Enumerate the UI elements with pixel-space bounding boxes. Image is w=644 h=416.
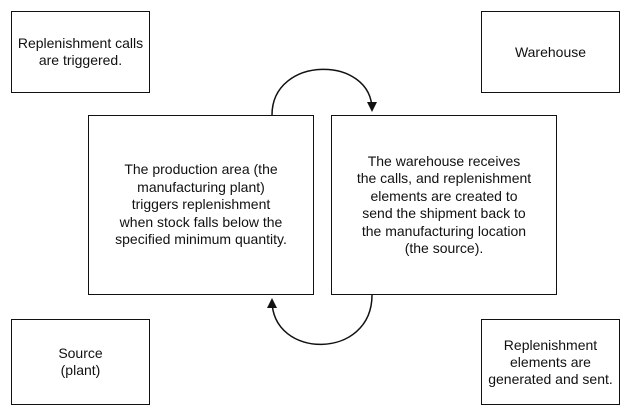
warehouse-receives-box: The warehouse receives the calls, and re… — [331, 115, 557, 295]
warehouse-label: Warehouse — [514, 43, 587, 60]
replenishment-calls-label: Replenishment calls are triggered. — [17, 35, 144, 68]
bottom-loop-arrow — [267, 294, 373, 346]
production-area-box: The production area (the manufacturing p… — [88, 115, 314, 295]
warehouse-box: Warehouse — [481, 11, 620, 93]
replenishment-elements-label: Replenishment elements are generated and… — [488, 336, 613, 387]
source-plant-label: Source (plant) — [58, 345, 103, 378]
production-area-label: The production area (the manufacturing p… — [115, 161, 287, 248]
top-loop-arrow — [271, 68, 377, 116]
warehouse-receives-label: The warehouse receives the calls, and re… — [356, 152, 532, 257]
replenishment-calls-box: Replenishment calls are triggered. — [11, 11, 150, 93]
replenishment-elements-box: Replenishment elements are generated and… — [481, 319, 620, 405]
source-plant-box: Source (plant) — [11, 319, 150, 405]
